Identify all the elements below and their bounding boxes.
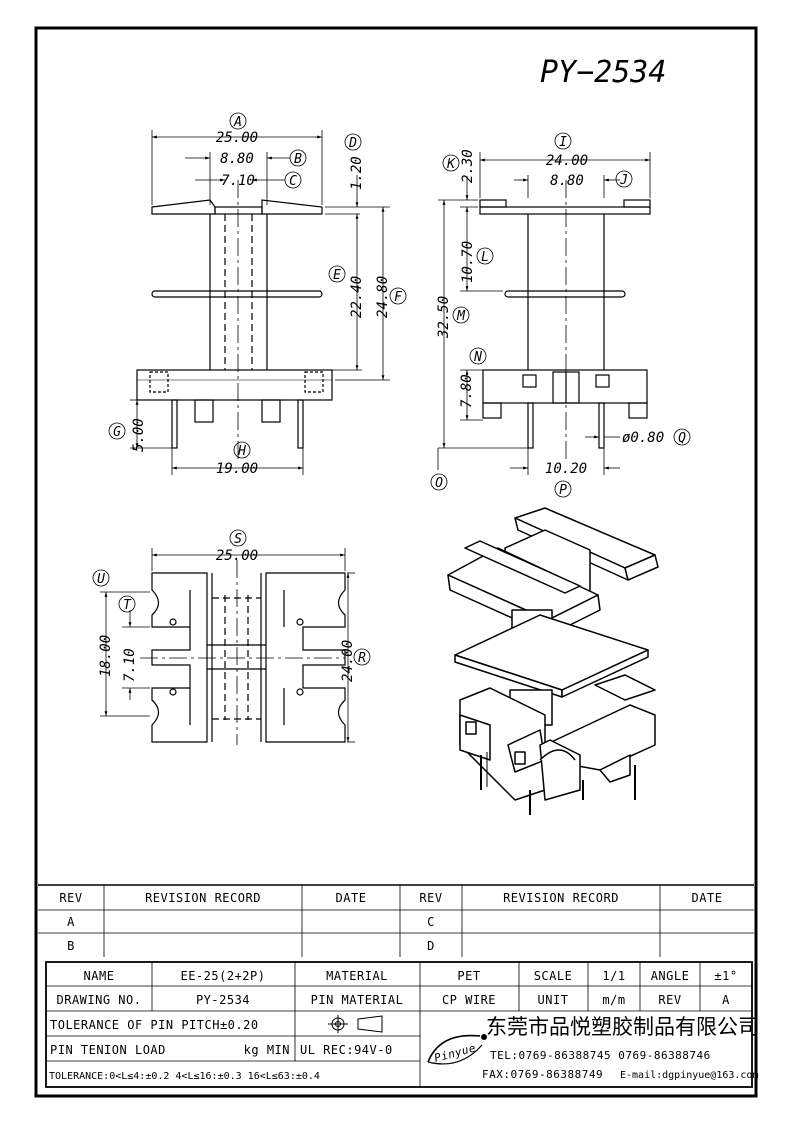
name-value: EE-25(2+2P) bbox=[181, 969, 266, 983]
dim-r-value: 24.00 bbox=[340, 640, 356, 682]
dim-p-value: 10.20 bbox=[545, 461, 587, 477]
dim-a-value: 25.00 bbox=[216, 130, 258, 146]
dim-i-value: 24.00 bbox=[546, 153, 588, 169]
dim-letter-b: B bbox=[294, 152, 302, 167]
unit-value: m/m bbox=[602, 993, 625, 1007]
rev-header-left: REV bbox=[59, 891, 82, 905]
revision-table-text: REV REVISION RECORD DATE REV REVISION RE… bbox=[59, 891, 722, 953]
sheet-border bbox=[34, 26, 758, 1098]
tolerance-ranges: TOLERANCE:0<L≤4:±0.2 4<L≤16:±0.3 16<L≤63… bbox=[49, 1071, 320, 1082]
tolerance-pin-pitch: TOLERANCE OF PIN PITCH±0.20 bbox=[50, 1018, 259, 1032]
dim-n-value: 7.80 bbox=[459, 374, 475, 408]
company-fax: FAX:0769-86388749 bbox=[482, 1068, 603, 1081]
front-dimension-labels: A 25.00 8.80 B 7.10 C D 1.20 E 22.40 24.… bbox=[108, 112, 407, 477]
dim-letter-g: G bbox=[113, 425, 121, 440]
dim-letter-l: L bbox=[481, 250, 489, 265]
dim-letter-h: H bbox=[237, 444, 246, 459]
dim-h-value: 19.00 bbox=[216, 461, 258, 477]
dim-letter-c: C bbox=[289, 174, 297, 189]
title-block-text: NAME EE-25(2+2P) MATERIAL PET SCALE 1/1 … bbox=[49, 969, 759, 1082]
dim-letter-u: U bbox=[97, 572, 105, 587]
date-header-left: DATE bbox=[336, 891, 367, 905]
dim-letter-a: A bbox=[233, 115, 242, 130]
unit-label: UNIT bbox=[538, 993, 569, 1007]
dim-m-value: 32.50 bbox=[436, 296, 452, 339]
dim-j-value: 8.80 bbox=[550, 173, 584, 189]
bottom-view bbox=[140, 560, 346, 745]
bottom-dimension-labels: S 25.00 U T 7.10 18.00 24.00 R bbox=[92, 529, 371, 682]
dim-q-value: ø0.80 bbox=[622, 430, 664, 446]
dim-letter-p: P bbox=[559, 483, 567, 498]
date-header-right: DATE bbox=[692, 891, 723, 905]
dim-letter-d: D bbox=[348, 136, 357, 151]
dim-c-value: 7.10 bbox=[221, 173, 255, 189]
front-dimensions bbox=[130, 130, 390, 475]
dim-k-value: 2.30 bbox=[460, 149, 476, 183]
dim-letter-o: O bbox=[435, 476, 443, 491]
rev-row-a: A bbox=[67, 915, 75, 929]
dim-s-value: 25.00 bbox=[216, 548, 258, 564]
dim-g-value: 5.00 bbox=[131, 418, 147, 452]
record-header-right: REVISION RECORD bbox=[503, 891, 619, 905]
bottom-dimensions bbox=[100, 548, 355, 743]
dim-f-value: 24.80 bbox=[375, 276, 391, 318]
dim-letter-i: I bbox=[559, 135, 567, 150]
front-view bbox=[136, 180, 333, 460]
dim-18-value: 18.00 bbox=[98, 635, 114, 677]
dim-letter-n: N bbox=[473, 350, 482, 365]
pin-material-value: CP WIRE bbox=[442, 993, 496, 1007]
company-email: E-mail:dgpinyue@163.com bbox=[620, 1070, 758, 1081]
scale-label: SCALE bbox=[534, 969, 573, 983]
company-tel: TEL:0769-86388745 0769-86388746 bbox=[490, 1049, 711, 1062]
pin-tension-unit: kg MIN bbox=[244, 1043, 290, 1057]
side-view bbox=[479, 180, 651, 460]
dim-t-value: 7.10 bbox=[122, 648, 138, 682]
dim-letter-e: E bbox=[333, 268, 341, 283]
dim-d-value: 1.20 bbox=[349, 156, 365, 190]
title-block bbox=[45, 961, 753, 1088]
dim-letter-j: J bbox=[619, 173, 628, 188]
rev-header-right: REV bbox=[419, 891, 442, 905]
pin-tension-label: PIN TENION LOAD bbox=[50, 1043, 166, 1057]
pinyue-logo: Pinyue bbox=[427, 1034, 487, 1065]
rev-row-b: B bbox=[67, 939, 75, 953]
side-dimension-labels: I 24.00 8.80 J K 2.30 10.70 L 32.50 M N … bbox=[430, 132, 691, 498]
company-name: 东莞市品悦塑胶制品有限公司 bbox=[486, 1015, 759, 1039]
isometric-view bbox=[447, 507, 659, 815]
dim-letter-k: K bbox=[446, 157, 456, 172]
name-label: NAME bbox=[84, 969, 115, 983]
rev-row-d: D bbox=[427, 939, 435, 953]
rev-value: A bbox=[722, 993, 730, 1007]
dim-letter-f: F bbox=[394, 290, 403, 305]
angle-label: ANGLE bbox=[651, 969, 690, 983]
ul-rec: UL REC:94V-0 bbox=[300, 1043, 393, 1057]
angle-value: ±1° bbox=[714, 969, 737, 983]
dim-l-value: 10.70 bbox=[460, 241, 476, 283]
rev-label: REV bbox=[658, 993, 681, 1007]
dim-letter-t: T bbox=[123, 598, 132, 613]
pin-material-label: PIN MATERIAL bbox=[311, 993, 404, 1007]
material-label: MATERIAL bbox=[326, 969, 388, 983]
dim-letter-q: Q bbox=[678, 431, 686, 446]
dim-e-value: 22.40 bbox=[349, 276, 365, 318]
dim-letter-s: S bbox=[234, 532, 242, 547]
dim-letter-m: M bbox=[456, 309, 466, 324]
scale-value: 1/1 bbox=[602, 969, 625, 983]
drawing-title: PY−2534 bbox=[540, 55, 666, 90]
side-dimensions bbox=[437, 152, 651, 475]
revision-table bbox=[38, 884, 754, 957]
drawing-no-label: DRAWING NO. bbox=[57, 993, 142, 1007]
dim-b-value: 8.80 bbox=[220, 151, 254, 167]
record-header-left: REVISION RECORD bbox=[145, 891, 261, 905]
rev-row-c: C bbox=[427, 915, 435, 929]
drawing-no-value: PY-2534 bbox=[196, 993, 250, 1007]
dim-letter-r: R bbox=[358, 651, 366, 666]
projection-symbol bbox=[328, 1015, 383, 1033]
material-value: PET bbox=[457, 969, 480, 983]
